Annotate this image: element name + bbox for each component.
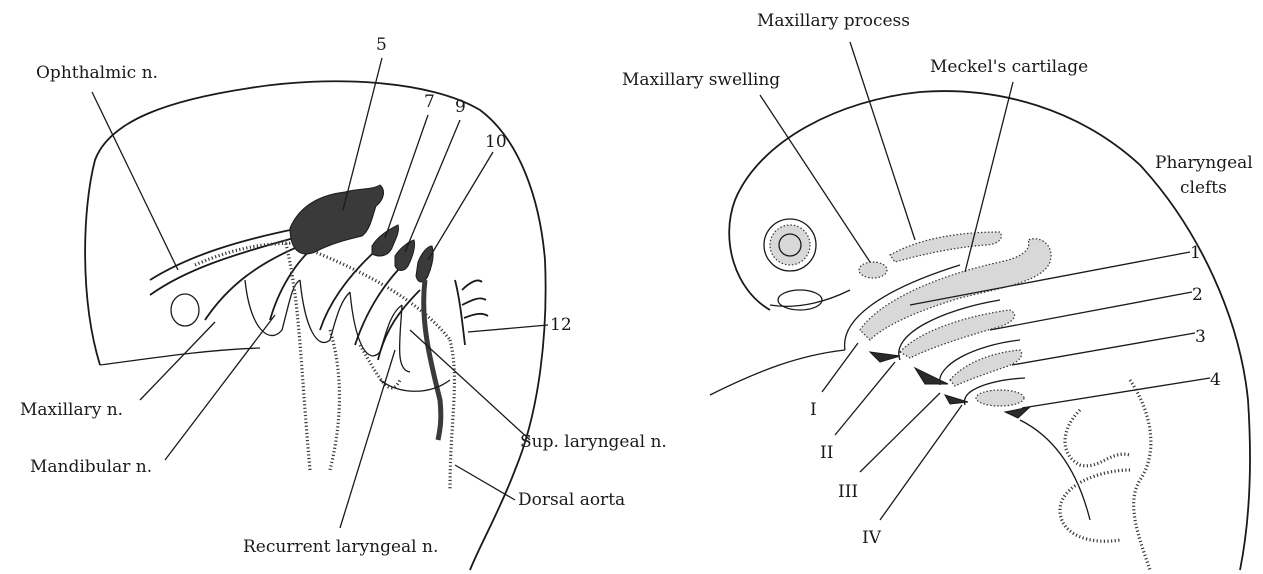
left-arch-loops (245, 280, 410, 372)
label-7: 7 (424, 92, 435, 112)
leader-recurrent-laryngeal (340, 350, 395, 528)
label-arch-III: III (838, 482, 858, 502)
cleft-wedge-1 (870, 352, 900, 362)
right-dotted-vessel-2 (1065, 410, 1130, 466)
label-arch-IV: IV (862, 528, 882, 548)
left-panel-nerves-diagram: Ophthalmic n. 5 7 9 10 12 Maxillary n. M… (20, 35, 667, 570)
left-dotted-vessel-4 (450, 340, 454, 490)
hypoglossal-nerve (455, 280, 488, 345)
left-embryo-outline (85, 81, 545, 570)
leader-mandibular-n (165, 315, 275, 460)
left-embryo-lower-line (100, 348, 260, 365)
label-arch-I: I (810, 400, 817, 420)
label-cleft-3: 3 (1195, 327, 1206, 347)
leader-7 (385, 115, 428, 238)
label-maxillary-n: Maxillary n. (20, 400, 123, 420)
label-sup-laryngeal: Sup. laryngeal n. (520, 432, 667, 452)
label-meckels-cartilage: Meckel's cartilage (930, 57, 1088, 77)
ganglion-5 (290, 185, 383, 254)
label-9: 9 (455, 97, 466, 117)
label-maxillary-swelling: Maxillary swelling (622, 70, 780, 90)
leader-arch-III (860, 393, 940, 472)
left-dotted-vessel-5 (330, 330, 339, 470)
ganglion-7 (372, 225, 398, 256)
label-pharyngeal: Pharyngeal (1155, 153, 1253, 173)
right-panel-arches-diagram: Maxillary process Maxillary swelling Mec… (622, 11, 1253, 570)
right-dotted-vessel-1 (1130, 380, 1151, 570)
cleft-wedge-4 (1005, 407, 1030, 418)
label-arch-II: II (820, 443, 833, 463)
ganglion-9 (395, 240, 415, 271)
leader-maxillary-n (140, 322, 215, 400)
maxillary-swelling (859, 262, 887, 278)
leader-ophthalmic (92, 92, 178, 270)
label-maxillary-process: Maxillary process (757, 11, 910, 31)
leader-dorsal-aorta (455, 465, 515, 500)
leader-sup-laryngeal (410, 330, 530, 440)
lip-line (770, 290, 850, 306)
label-cleft-1: 1 (1190, 243, 1201, 263)
ophthalmic-nerve-2 (150, 235, 305, 295)
vagus-nerve (424, 280, 441, 440)
nerve-10-branch (378, 290, 420, 360)
leader-10 (428, 152, 493, 260)
label-cleft-2: 2 (1192, 285, 1203, 305)
right-eye-mid (770, 225, 810, 265)
left-eye (171, 294, 199, 326)
arch-4 (976, 390, 1024, 406)
leader-cleft-2 (990, 292, 1192, 330)
leader-cleft-4 (1022, 378, 1210, 408)
ganglion-10 (416, 246, 433, 282)
arch-2 (900, 310, 1015, 358)
label-clefts: clefts (1180, 178, 1227, 198)
leader-maxillary-process (850, 42, 915, 240)
label-5: 5 (376, 35, 387, 55)
nerve-9 (355, 270, 398, 345)
right-embryo-lower-2 (1020, 420, 1090, 520)
left-dotted-vessel-2 (285, 240, 310, 470)
leader-cleft-3 (1012, 333, 1195, 365)
label-mandibular-n: Mandibular n. (30, 457, 152, 477)
label-dorsal-aorta: Dorsal aorta (518, 490, 625, 510)
nerve-7 (320, 254, 372, 330)
leader-arch-IV (880, 405, 962, 520)
leader-arch-II (835, 362, 895, 435)
right-dotted-vessel-3 (1060, 470, 1130, 541)
leader-9 (405, 120, 460, 252)
label-cleft-4: 4 (1210, 370, 1221, 390)
arch-3 (950, 350, 1022, 386)
leader-12 (468, 325, 548, 332)
label-ophthalmic: Ophthalmic n. (36, 63, 158, 83)
ophthalmic-nerve (150, 228, 300, 280)
maxillary-process (890, 232, 1001, 262)
label-10: 10 (485, 132, 507, 152)
label-12: 12 (550, 315, 572, 335)
label-recurrent-laryngeal: Recurrent laryngeal n. (243, 537, 438, 557)
